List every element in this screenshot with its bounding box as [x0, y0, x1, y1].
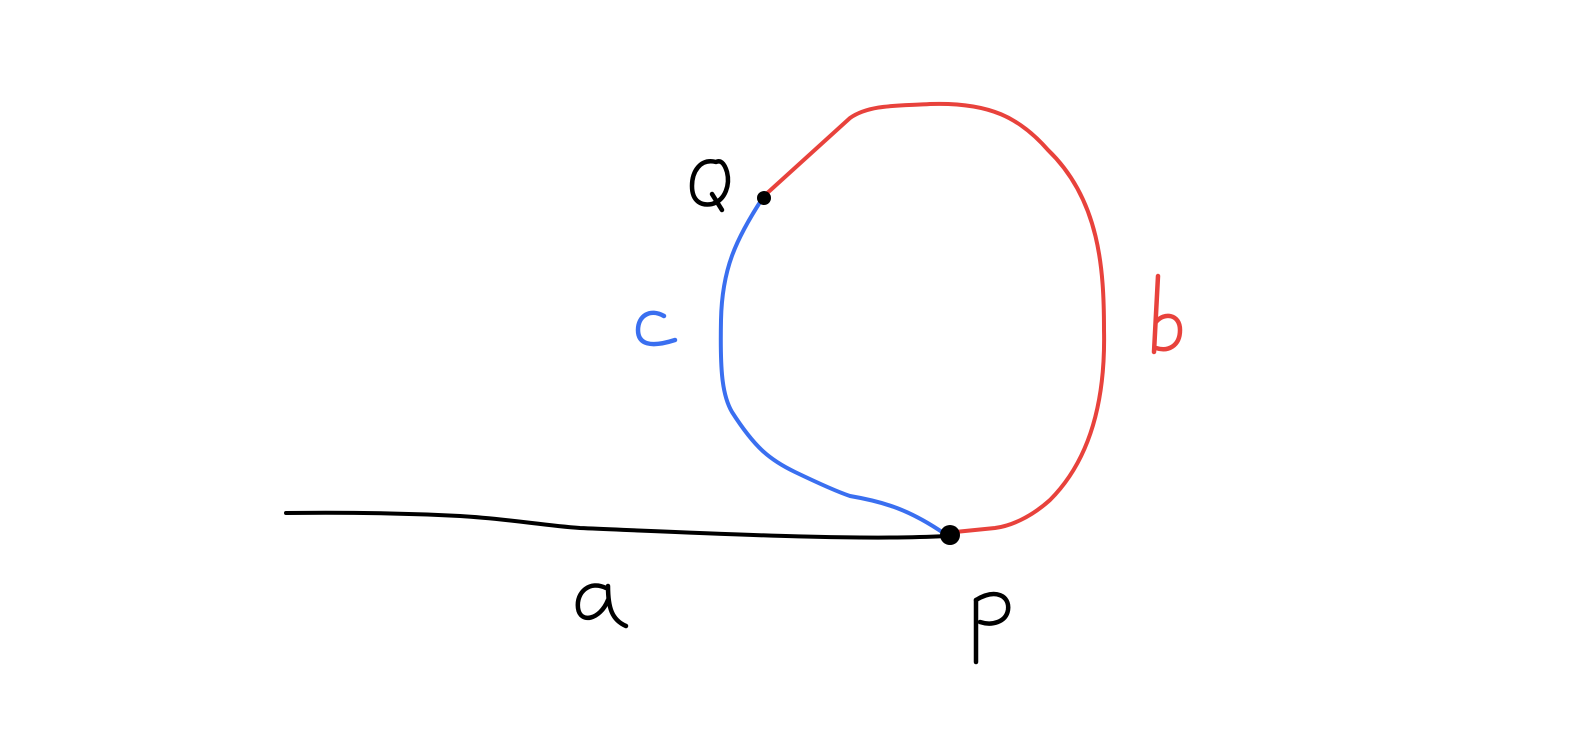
curve-a — [284, 510, 947, 540]
label-a-text: a — [574, 570, 610, 638]
label-b: b — [1148, 273, 1185, 364]
curve-c — [718, 194, 947, 536]
label-q-text: Q — [690, 154, 736, 222]
label-a: a — [574, 570, 629, 638]
curve-b — [762, 101, 1107, 534]
label-q: Q — [689, 154, 736, 222]
label-p: P — [972, 586, 1011, 665]
label-b-text: b — [1148, 296, 1185, 364]
label-p-text: P — [972, 586, 1007, 654]
point-p-dot — [940, 525, 960, 545]
point-q-dot — [757, 191, 771, 205]
label-c-text: c — [636, 292, 668, 360]
label-c: c — [635, 292, 678, 360]
